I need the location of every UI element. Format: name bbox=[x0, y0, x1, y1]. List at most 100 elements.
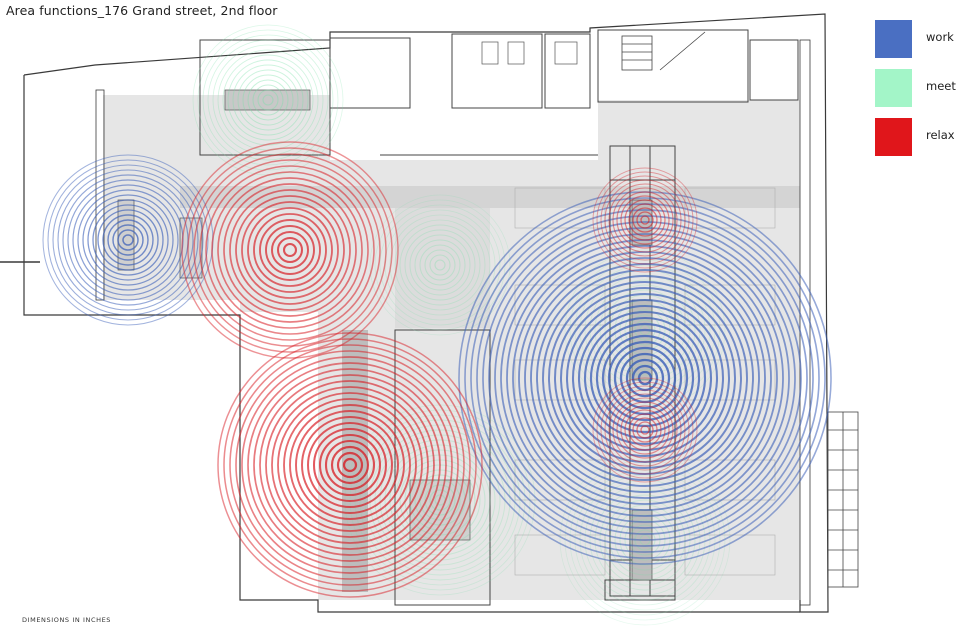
zone-ring bbox=[257, 89, 279, 111]
zone-ring bbox=[604, 389, 686, 471]
zone-ring bbox=[52, 164, 204, 316]
zone-ring bbox=[608, 183, 682, 257]
zone-ring bbox=[574, 469, 716, 611]
zone-ring bbox=[620, 405, 670, 455]
zone-ring bbox=[424, 484, 456, 516]
zone-ring bbox=[181, 141, 399, 359]
zone-ring bbox=[434, 259, 446, 271]
zone-ring bbox=[259, 374, 441, 556]
zone-ring bbox=[458, 191, 832, 565]
zone-ring bbox=[259, 219, 321, 281]
zone-ring bbox=[247, 362, 453, 568]
zone-ring bbox=[67, 179, 189, 301]
zone-ring bbox=[613, 346, 677, 410]
zone-ring bbox=[232, 64, 304, 136]
zone-ring bbox=[77, 189, 179, 291]
zone-ring bbox=[262, 94, 274, 106]
zone-ring bbox=[187, 147, 393, 353]
zone-ring bbox=[596, 381, 694, 479]
legend-swatch-work bbox=[875, 20, 912, 58]
zone-ring bbox=[596, 171, 694, 269]
zone-ring bbox=[235, 195, 345, 305]
zone-ring bbox=[409, 234, 471, 296]
zone-ring bbox=[607, 340, 683, 416]
zone-ring bbox=[235, 350, 465, 580]
zone-ring bbox=[283, 398, 417, 532]
zone-ring bbox=[559, 292, 731, 464]
zone-ring bbox=[217, 332, 483, 598]
zone-ring bbox=[217, 49, 319, 151]
legend-label-work: work bbox=[926, 30, 954, 44]
zone-ring bbox=[600, 385, 690, 475]
zone-ring bbox=[202, 34, 334, 166]
zone-ring bbox=[564, 249, 726, 411]
zone-ring bbox=[592, 167, 698, 273]
zone-ring bbox=[253, 213, 327, 287]
zone-ring bbox=[72, 184, 184, 296]
zone-ring bbox=[612, 397, 678, 463]
zone-ring bbox=[199, 159, 381, 341]
zone-ring bbox=[47, 159, 209, 321]
zone-ring bbox=[620, 195, 670, 245]
zone-ring bbox=[636, 421, 654, 439]
zone-ring bbox=[589, 322, 701, 434]
zone-ring bbox=[569, 464, 721, 616]
zone-ring bbox=[536, 269, 754, 487]
legend-label-meet: meet bbox=[926, 79, 956, 93]
zone-ring bbox=[565, 298, 725, 458]
zone-ring bbox=[112, 224, 144, 256]
zone-ring bbox=[227, 59, 309, 141]
zone-ring bbox=[222, 54, 314, 146]
zone-ring bbox=[419, 244, 461, 286]
zone-ring bbox=[619, 352, 671, 404]
zone-ring bbox=[389, 214, 491, 316]
zone-ring bbox=[640, 425, 650, 435]
zone-ring bbox=[336, 451, 364, 479]
zone-ring bbox=[600, 175, 690, 265]
zone-ring bbox=[289, 404, 411, 526]
zone-ring bbox=[624, 199, 666, 241]
zone-ring bbox=[217, 177, 363, 323]
stair-hatch bbox=[621, 31, 859, 588]
zone-ring bbox=[237, 69, 299, 131]
relax-zone-rings bbox=[217, 332, 483, 598]
zone-ring bbox=[624, 309, 666, 351]
zone-ring bbox=[604, 289, 686, 371]
zone-ring bbox=[577, 310, 713, 446]
zone-ring bbox=[301, 416, 399, 514]
zone-ring bbox=[625, 358, 665, 398]
zone-ring bbox=[282, 242, 298, 258]
zone-ring bbox=[253, 368, 447, 562]
zone-ring bbox=[205, 165, 375, 335]
zone-ring bbox=[628, 203, 662, 237]
zone-ring bbox=[211, 171, 369, 329]
zone-ring bbox=[424, 249, 456, 281]
zone-ring bbox=[624, 519, 666, 561]
zone-ring bbox=[512, 245, 778, 511]
work-zone-rings bbox=[42, 154, 214, 326]
zone-ring bbox=[92, 204, 164, 276]
zone-ring bbox=[212, 44, 324, 156]
zone-ring bbox=[342, 457, 358, 473]
zone-ring bbox=[629, 314, 661, 346]
legend-swatch-relax bbox=[875, 118, 912, 156]
zone-ring bbox=[589, 484, 701, 596]
dimensions-note: DIMENSIONS IN INCHES bbox=[22, 616, 111, 624]
zone-ring bbox=[82, 194, 174, 286]
legend-item-work: work bbox=[875, 20, 960, 60]
zone-ring bbox=[464, 197, 826, 559]
zone-ring bbox=[619, 514, 671, 566]
zone-ring bbox=[601, 334, 689, 422]
zone-ring bbox=[369, 194, 511, 336]
zone-ring bbox=[394, 219, 486, 311]
zone-ring bbox=[404, 229, 476, 301]
zone-ring bbox=[102, 214, 154, 266]
zone-ring bbox=[640, 215, 650, 225]
zone-ring bbox=[242, 74, 294, 126]
zone-ring bbox=[429, 489, 451, 511]
zone-ring bbox=[632, 207, 658, 233]
zone-ring bbox=[530, 263, 760, 493]
zone-ring bbox=[594, 489, 696, 591]
zone-ring bbox=[628, 413, 662, 447]
